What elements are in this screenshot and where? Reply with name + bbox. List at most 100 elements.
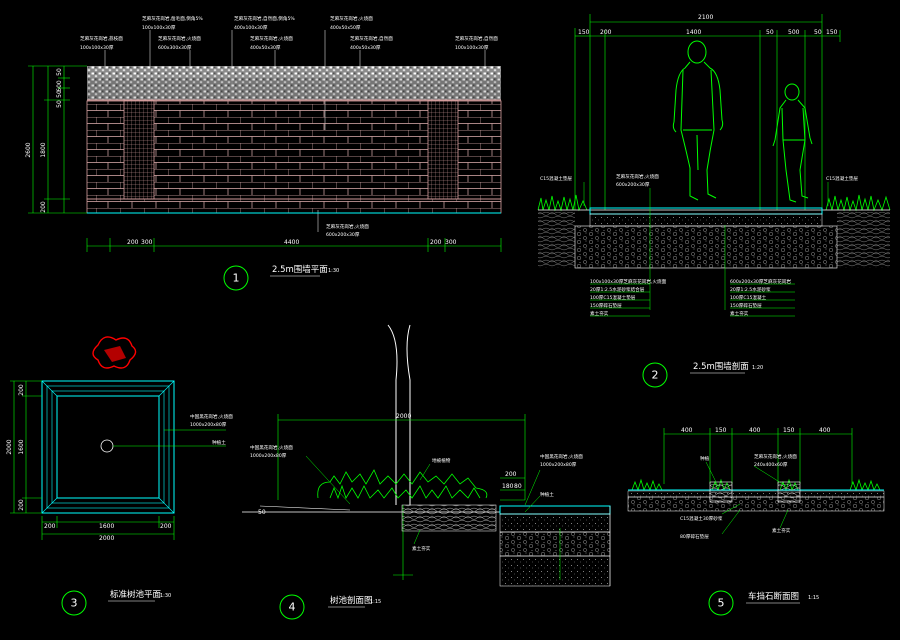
- d5-note: 240x400x60厚: [754, 462, 788, 468]
- d4-scale: 1:15: [370, 599, 381, 605]
- d4-dim-right: 80: [514, 483, 522, 490]
- d2-note: 芝麻灰花岗岩,火烧面: [616, 173, 659, 180]
- d2-note: 20厚1:2.5水泥砂浆结合层: [590, 286, 645, 293]
- d5-dim: 150: [783, 427, 795, 434]
- tree-trunk-icon: [387, 324, 411, 505]
- d1-dim-bottom-text: 200: [127, 239, 139, 246]
- d2-note: 600x200x30厚: [616, 182, 650, 188]
- d2-number-circle: [642, 362, 668, 388]
- d4-number-circle: [279, 594, 305, 620]
- d4-note: 种植土: [540, 491, 554, 498]
- d1-dim-cap: 50: [56, 68, 63, 76]
- d4-note: 地被植物: [432, 457, 451, 464]
- d1-dim-bottom: [86, 238, 502, 252]
- drawing-5-bollard-section: 400 150 400 150 400 种植 芝麻灰花岗岩,火烧面 240x40…: [627, 427, 885, 616]
- d4-number: 4: [289, 601, 296, 614]
- d4-leaders: [305, 455, 561, 580]
- d1-dim-cap: 50: [56, 90, 63, 98]
- d4-note: 素土夯实: [412, 545, 431, 552]
- d1-note: 芝麻灰花岗岩,自然面: [455, 35, 498, 42]
- d5-scale: 1:15: [808, 595, 819, 601]
- d5-leaders: [705, 461, 789, 535]
- d1-note: 芝麻灰花岗岩,火烧面: [326, 223, 369, 230]
- d5-note: 80厚碎石垫层: [680, 533, 709, 540]
- d5-dims: [663, 428, 853, 484]
- d2-note: 150厚碎石垫层: [730, 302, 762, 309]
- d3-note: 种植土: [212, 439, 226, 446]
- d1-dim-bottom-text: 300: [445, 239, 457, 246]
- d2-dim-part: 200: [600, 29, 612, 36]
- d1-dim-body: 1800: [40, 142, 47, 157]
- d5-dim: 400: [819, 427, 831, 434]
- d1-note: 芝麻灰花岗岩,火烧面: [250, 35, 293, 42]
- d5-number: 5: [718, 597, 725, 610]
- d1-note: 100x100x30厚: [142, 25, 176, 31]
- d2-dim-part: 1400: [686, 29, 701, 36]
- d3-scale: 1:30: [160, 593, 171, 599]
- d5-dim: 400: [749, 427, 761, 434]
- d1-note: 芝麻灰花岗岩,火烧面: [158, 35, 201, 42]
- d3-dim-bottom: 200: [44, 523, 56, 530]
- tree-trunk-icon: [100, 439, 114, 453]
- human-child-icon: [772, 83, 813, 203]
- d2-note: C15混凝土垫层: [540, 175, 572, 182]
- d1-note: 600x300x30厚: [158, 45, 192, 51]
- d1-note: 芝麻灰花岗岩,火烧面: [330, 15, 373, 22]
- d3-note: 中国黑花岗岩,火烧面: [190, 413, 233, 420]
- drawing-2-wall-section: 2100 150 200 1400 50 500 50 150: [537, 14, 891, 388]
- d1-note: 100x100x30厚: [455, 45, 489, 51]
- d2-note: 素土夯实: [730, 310, 749, 317]
- north-arrow-icon: [92, 336, 137, 369]
- d5-number-circle: [708, 590, 734, 616]
- d2-leaders: [583, 182, 829, 317]
- d2-dims-top: [574, 14, 841, 210]
- d3-note: 1000x200x80厚: [190, 422, 227, 428]
- d3-dim-bottom: 1600: [99, 523, 114, 530]
- d2-dim-part: 50: [814, 29, 822, 36]
- d3-dim-left: 200: [18, 384, 25, 396]
- d4-note: 1000x200x80厚: [250, 453, 287, 459]
- d4-note: 中国黑花岗岩,火烧面: [540, 453, 583, 460]
- d2-dim-total: 2100: [698, 14, 713, 21]
- d2-dim-part: 50: [766, 29, 774, 36]
- d1-wall-cap-band: [87, 78, 501, 100]
- d3-dim-left: 200: [18, 499, 25, 511]
- d3-number: 3: [71, 597, 78, 610]
- d3-dims: [10, 380, 175, 540]
- d1-note: 400x50x30厚: [350, 45, 381, 51]
- grass-icon: [631, 478, 881, 492]
- d3-pit-inner: [56, 395, 160, 499]
- d2-dim-part: 500: [788, 29, 800, 36]
- d1-wall-cap: [87, 66, 501, 78]
- d5-note: C15混凝土30厚砂浆: [680, 515, 723, 522]
- d1-note: 芝麻灰花岗岩,荔枝面: [80, 35, 123, 42]
- d1-title: 2.5m围墙平面: [272, 264, 328, 275]
- d4-dim-right: 200: [505, 471, 517, 478]
- d1-note: 400x50x50厚: [330, 25, 361, 31]
- d2-number: 2: [652, 369, 659, 382]
- d4-dim-top: 2000: [396, 413, 411, 420]
- d4-dim-right: 180: [502, 483, 514, 490]
- d3-dim-total: 2000: [99, 535, 114, 542]
- human-adult-icon: [672, 40, 724, 201]
- d1-dim-bottom-text: 4400: [284, 239, 299, 246]
- d2-note: C15混凝土垫层: [826, 175, 858, 182]
- d3-pit-outer: [41, 380, 175, 514]
- d2-note: 100厚C15混凝土垫层: [590, 294, 636, 301]
- d2-gravel-layer: [574, 225, 838, 269]
- d5-note: 素土夯实: [772, 527, 791, 534]
- d1-dim-bottom-text: 300: [141, 239, 153, 246]
- d2-note: 600x200x30厚芝麻灰花岗岩: [730, 278, 791, 285]
- bush-icon: [317, 469, 488, 500]
- d1-scale: 1:30: [328, 268, 339, 274]
- d3-dim-left: 2000: [6, 439, 13, 454]
- d1-dim-left: [28, 65, 87, 214]
- d1-note: 600x200x30厚: [326, 232, 360, 238]
- d4-note: 1000x200x80厚: [540, 462, 577, 468]
- d5-bollard: [709, 481, 733, 503]
- d2-note: 100厚C15混凝土: [730, 294, 767, 301]
- d5-title: 车挡石断面图: [748, 591, 799, 602]
- d2-note: 150厚碎石垫层: [590, 302, 622, 309]
- d4-note: 中国黑花岗岩,火烧面: [250, 444, 293, 451]
